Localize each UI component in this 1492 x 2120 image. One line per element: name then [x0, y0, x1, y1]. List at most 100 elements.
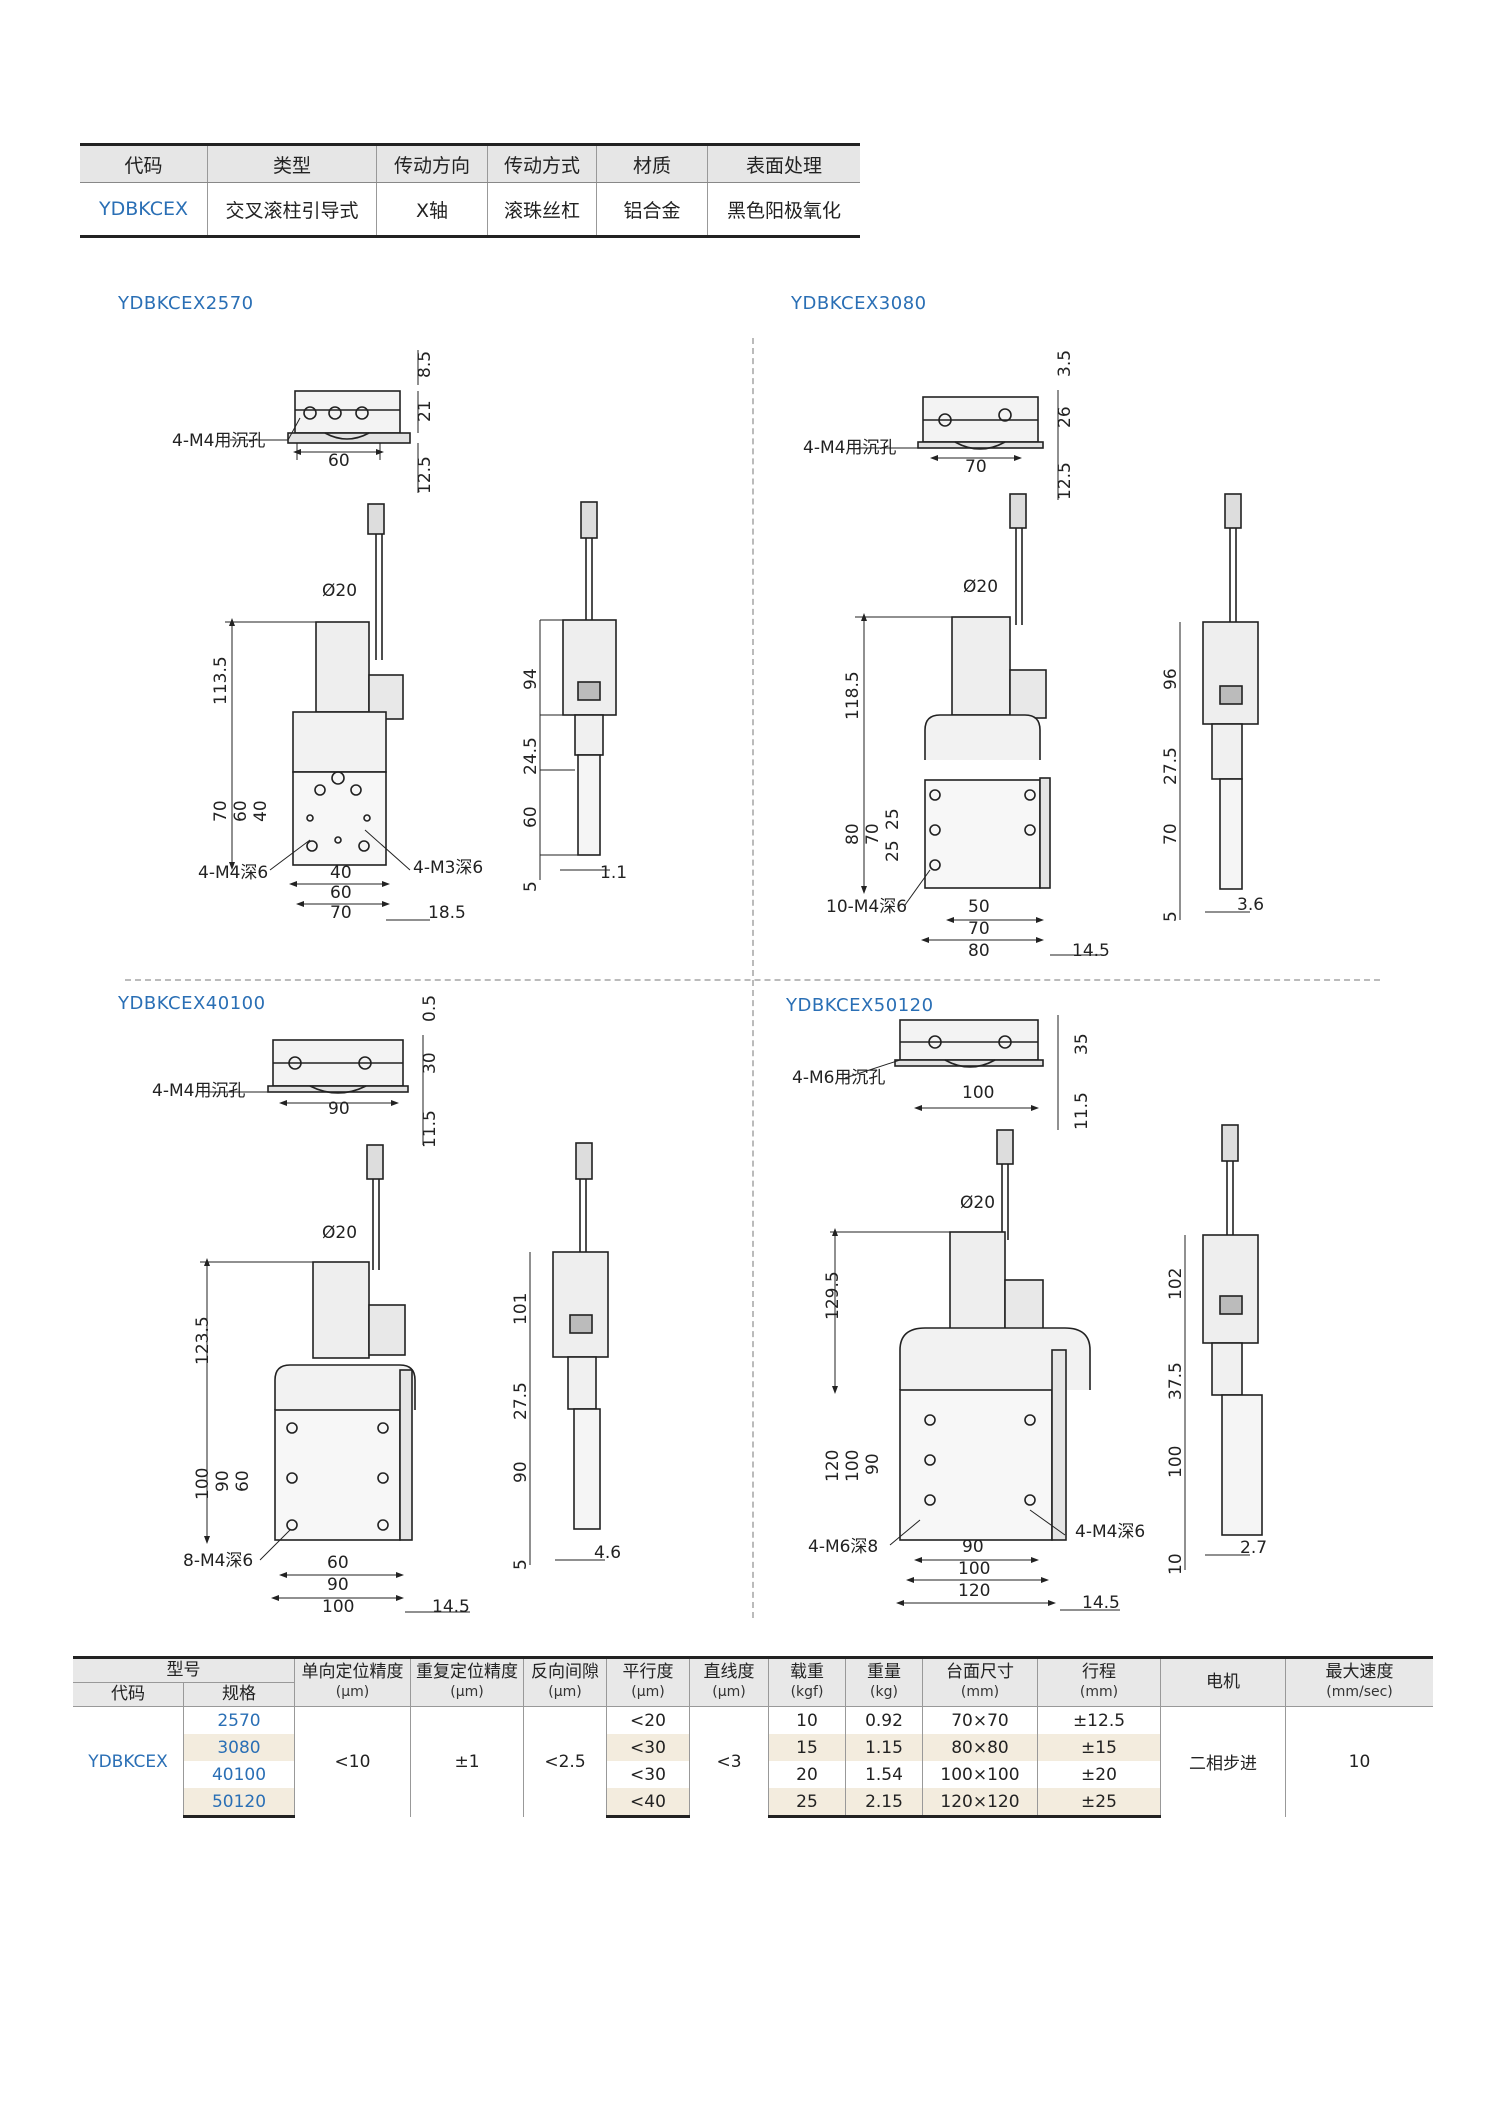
header-type: 类型 — [207, 143, 377, 183]
cell-weight: 1.54 — [845, 1761, 923, 1788]
h-dim-c-2570: 70 — [330, 903, 352, 923]
bottom-row-50120: 50120 <40 25 2.15 120×120 ±25 — [73, 1788, 1433, 1818]
side-dim-c-50120: 100 — [1166, 1446, 1186, 1478]
v-dim-c-3080: 25 — [883, 808, 903, 830]
cell-motor: 二相步进 — [1160, 1706, 1286, 1817]
end-view-width-50120: 100 — [962, 1083, 994, 1103]
model-title-50120: YDBKCEX50120 — [786, 995, 934, 1016]
v-dim-b-3080: 70 — [863, 823, 883, 845]
cell-table-size: 70×70 — [922, 1706, 1038, 1734]
header-finish: 表面处理 — [707, 143, 860, 183]
v-dim-a-40100: 100 — [193, 1468, 213, 1500]
v-dim-c-2570: 40 — [251, 800, 271, 822]
side-view-50120 — [1184, 1124, 1263, 1570]
motor-dia-3080: Ø20 — [963, 577, 998, 597]
cell-table-size: 80×80 — [922, 1734, 1038, 1761]
v-dim-d-3080: 25 — [883, 840, 903, 862]
bottom-header-row-2: 代码 规格 — [73, 1682, 1433, 1707]
end-dim-c-3080: 12.5 — [1055, 462, 1075, 500]
side-dim-b-50120: 37.5 — [1166, 1362, 1186, 1400]
model-title-40100: YDBKCEX40100 — [118, 993, 266, 1014]
side-dim-a-50120: 102 — [1166, 1268, 1186, 1300]
end-view-hole-2570: 4-M4用沉孔 — [172, 431, 265, 451]
header-load: 载重(kgf) — [768, 1656, 846, 1707]
drawing-2570: 4-M4用沉孔 60 8.5 21 12.5 Ø20 113.5 70 — [172, 350, 627, 923]
header-code: 代码 — [80, 143, 208, 183]
end-view-40100 — [208, 1035, 424, 1145]
end-view-2570 — [230, 350, 419, 493]
v-dim-a-2570: 70 — [211, 800, 231, 822]
h-dim-b-40100: 90 — [327, 1575, 349, 1595]
cell-repeat-accuracy: ±1 — [410, 1706, 524, 1817]
end-dim-a-40100: 0.5 — [420, 995, 440, 1022]
end-view-3080 — [858, 390, 1059, 500]
end-view-hole-3080: 4-M4用沉孔 — [803, 438, 896, 458]
cell-spec: 40100 — [183, 1761, 295, 1788]
cell-load: 10 — [768, 1706, 846, 1734]
cell-stroke: ±12.5 — [1037, 1706, 1161, 1734]
top-view-50120 — [830, 1129, 1120, 1611]
holes-a-50120: 4-M6深8 — [808, 1537, 878, 1557]
spec-table-bottom: 型号 单向定位精度(μm) 重复定位精度(μm) 反向间隙(μm) 平行度(μm… — [73, 1656, 1433, 1818]
holes-b-50120: 4-M4深6 — [1075, 1522, 1145, 1542]
side-view-2570 — [539, 501, 617, 880]
side-dim-c-2570: 60 — [521, 806, 541, 828]
v-dim-c-50120: 90 — [863, 1453, 883, 1475]
header-material: 材质 — [596, 143, 708, 183]
cell-stroke: ±25 — [1037, 1788, 1161, 1818]
side-dim-a-2570: 94 — [521, 668, 541, 690]
h-dim-b-50120: 100 — [958, 1559, 990, 1579]
cell-parallel: <20 — [606, 1706, 690, 1734]
side-dim-b-2570: 24.5 — [521, 737, 541, 775]
h-dim-b-3080: 70 — [968, 919, 990, 939]
side-dim-b-40100: 27.5 — [511, 1382, 531, 1420]
model-title-3080: YDBKCEX3080 — [791, 293, 927, 314]
cell-uni-accuracy: <10 — [294, 1706, 411, 1817]
height-3080: 118.5 — [843, 671, 863, 720]
end-view-width-2570: 60 — [328, 451, 350, 471]
header-drive: 传动方式 — [487, 143, 597, 183]
h-dim-a-2570: 40 — [330, 863, 352, 883]
drawing-40100: 4-M4用沉孔 90 0.5 30 11.5 Ø20 123.5 100 90 … — [152, 995, 621, 1617]
header-table-size: 台面尺寸(mm) — [922, 1656, 1038, 1707]
height-2570: 113.5 — [211, 656, 231, 705]
cell-load: 15 — [768, 1734, 846, 1761]
cell-spec: 50120 — [183, 1788, 295, 1818]
holes-a-40100: 8-M4深6 — [183, 1551, 253, 1571]
offset-3080: 14.5 — [1072, 941, 1110, 961]
cell-direction: X轴 — [376, 182, 488, 238]
h-dim-a-3080: 50 — [968, 897, 990, 917]
cell-table-size: 120×120 — [922, 1788, 1038, 1818]
header-straightness: 直线度(μm) — [689, 1656, 769, 1707]
side-dim-c-40100: 90 — [511, 1461, 531, 1483]
cell-parallel: <40 — [606, 1788, 690, 1818]
side-gap-40100: 4.6 — [594, 1543, 621, 1563]
spec-table-top-header: 代码 类型 传动方向 传动方式 材质 表面处理 — [80, 143, 860, 183]
header-model-group: 型号 — [73, 1656, 295, 1683]
side-dim-d-3080: 5 — [1161, 911, 1181, 922]
header-max-speed: 最大速度(mm/sec) — [1285, 1656, 1433, 1707]
end-view-width-3080: 70 — [965, 457, 987, 477]
holes-b-2570: 4-M3深6 — [413, 858, 483, 878]
end-dim-a-3080: 3.5 — [1055, 350, 1075, 377]
side-gap-50120: 2.7 — [1240, 1538, 1267, 1558]
bottom-row-3080: 3080 <30 15 1.15 80×80 ±15 — [73, 1734, 1433, 1761]
side-view-3080 — [1179, 493, 1259, 920]
top-view-3080 — [855, 493, 1100, 956]
side-gap-2570: 1.1 — [600, 863, 627, 883]
cell-parallel: <30 — [606, 1734, 690, 1761]
h-dim-a-40100: 60 — [327, 1553, 349, 1573]
cell-weight: 2.15 — [845, 1788, 923, 1818]
end-view-width-40100: 90 — [328, 1099, 350, 1119]
side-dim-b-3080: 27.5 — [1161, 747, 1181, 785]
header-parallel: 平行度(μm) — [606, 1656, 690, 1707]
cell-type: 交叉滚柱引导式 — [207, 182, 377, 238]
side-dim-c-3080: 70 — [1161, 823, 1181, 845]
end-dim-a-2570: 8.5 — [415, 351, 435, 378]
motor-dia-50120: Ø20 — [960, 1193, 995, 1213]
cell-load: 20 — [768, 1761, 846, 1788]
offset-40100: 14.5 — [432, 1597, 470, 1617]
end-dim-b-3080: 26 — [1055, 406, 1075, 428]
side-gap-3080: 3.6 — [1237, 895, 1264, 915]
